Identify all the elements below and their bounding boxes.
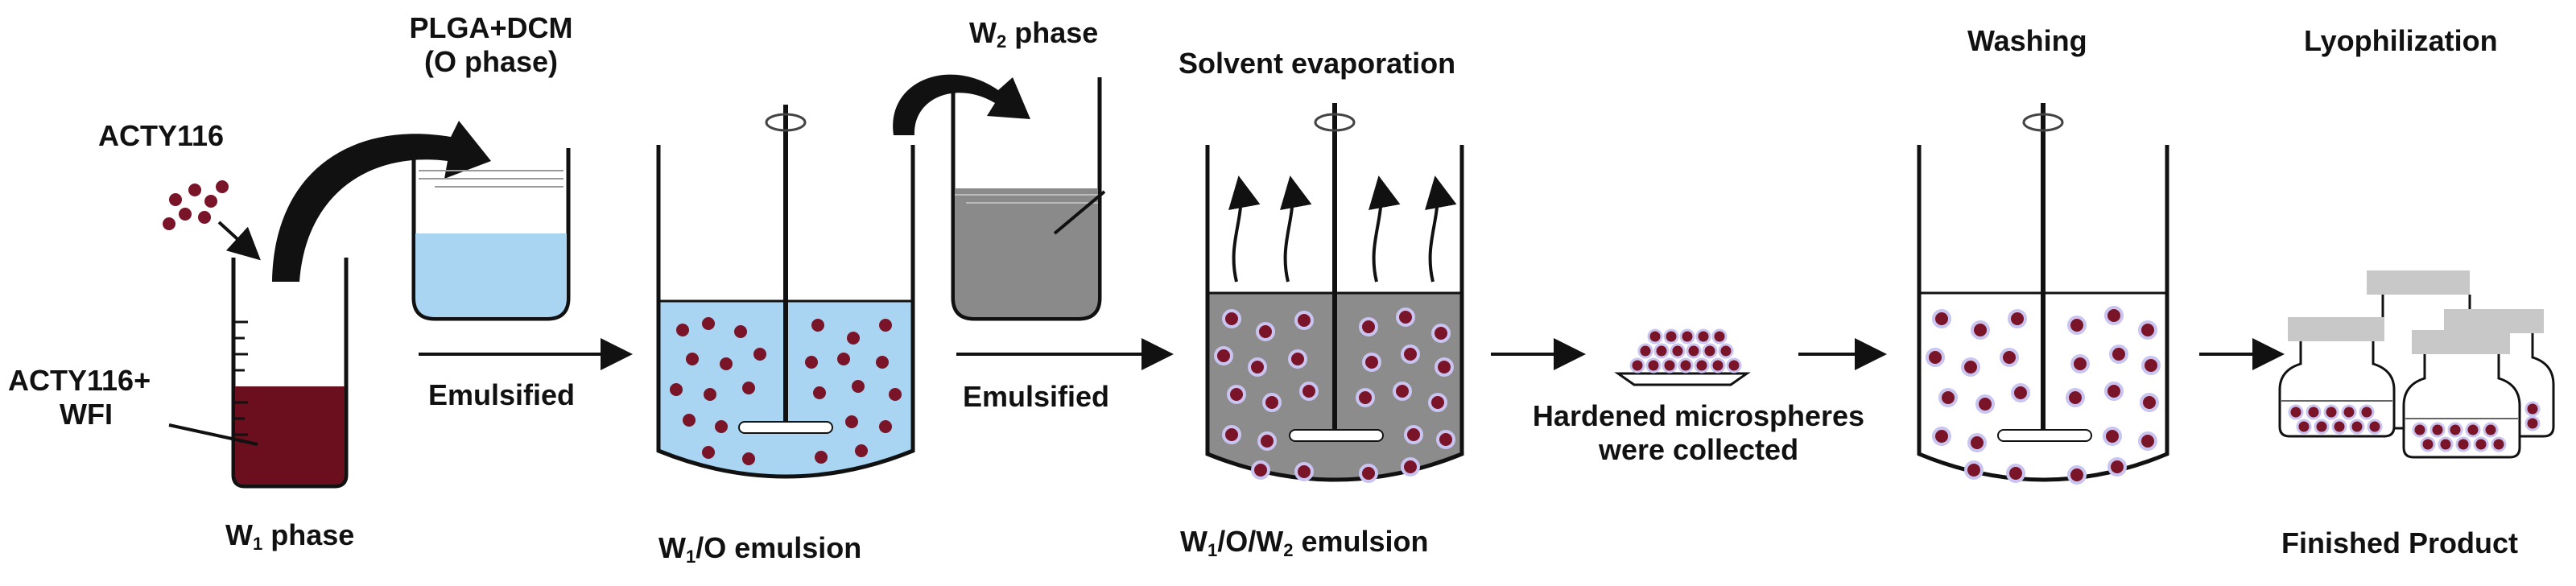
w1-phase-label: W1 phase xyxy=(225,518,354,561)
acty116-particles xyxy=(163,180,229,230)
w2-phase-beaker xyxy=(951,77,1106,321)
hardened-microspheres-label: Hardened microspheres were collected xyxy=(1489,399,1908,467)
w1o-subscript: 1 xyxy=(685,547,696,567)
acty116-wfi-line2: WFI xyxy=(60,398,113,431)
wfi-pointer-line xyxy=(168,423,258,446)
emulsified-label-1: Emulsified xyxy=(428,378,576,411)
w1ow2-emulsion-vessel xyxy=(1205,103,1464,482)
w1o-prefix: W xyxy=(658,531,686,564)
hardened-line1: Hardened microspheres xyxy=(1532,399,1865,432)
o-phase-line1: PLGA+DCM xyxy=(409,11,573,44)
w2-rest: phase xyxy=(1006,16,1099,49)
evaporation-arrows xyxy=(1228,175,1457,283)
w1ow2-prefix: W xyxy=(1180,525,1208,558)
o-phase-label: PLGA+DCM (O phase) xyxy=(386,11,596,79)
w2-prefix: W xyxy=(969,16,997,49)
washing-microspheres xyxy=(1926,306,2161,485)
w1ow2-mid: /O/W xyxy=(1217,525,1284,558)
curved-transfer-arrow-1 xyxy=(272,121,491,282)
acty116-wfi-label: ACTY116+ WFI xyxy=(8,364,151,431)
acty116-label: ACTY116 xyxy=(98,119,225,152)
lyophilization-label: Lyophilization xyxy=(2304,24,2498,57)
solvent-evaporation-label: Solvent evaporation xyxy=(1179,47,1456,80)
w1ow2-sub2: 2 xyxy=(1283,540,1294,560)
washing-label: Washing xyxy=(1967,24,2087,57)
w1o-rest: /O emulsion xyxy=(696,531,862,564)
hardened-line2: were collected xyxy=(1598,433,1799,466)
o-phase-beaker xyxy=(411,148,571,321)
vial-microspheres xyxy=(2288,401,2541,452)
w2-subscript: 2 xyxy=(996,31,1007,52)
w1ow2-microspheres xyxy=(1214,307,1455,483)
w1-phase-prefix: W xyxy=(225,518,253,551)
w2-phase-label: W2 phase xyxy=(969,16,1098,59)
acty116-pointer-arrow xyxy=(217,221,261,261)
w1-phase-subscript: 1 xyxy=(252,534,263,554)
finished-product-label: Finished Product xyxy=(2281,526,2519,559)
w1ow2-sub1: 1 xyxy=(1207,540,1218,560)
collected-microspheres-tray xyxy=(1614,328,1751,386)
w1-beaker xyxy=(231,258,349,489)
o-phase-line2: (O phase) xyxy=(423,45,559,78)
w1ow2-rest: emulsion xyxy=(1293,525,1429,558)
w1o-emulsion-vessel xyxy=(656,105,915,479)
w1o-droplets xyxy=(670,317,902,465)
w1-phase-text: phase xyxy=(270,518,355,551)
w1ow2-emulsion-label: W1/O/W2 emulsion xyxy=(1180,525,1429,567)
washing-vessel xyxy=(1917,103,2169,482)
emulsified-label-2: Emulsified xyxy=(963,380,1110,413)
curved-transfer-arrow-2 xyxy=(893,74,1030,135)
w1o-emulsion-label: W1/O emulsion xyxy=(658,531,861,574)
acty116-wfi-line1: ACTY116+ xyxy=(8,364,151,397)
